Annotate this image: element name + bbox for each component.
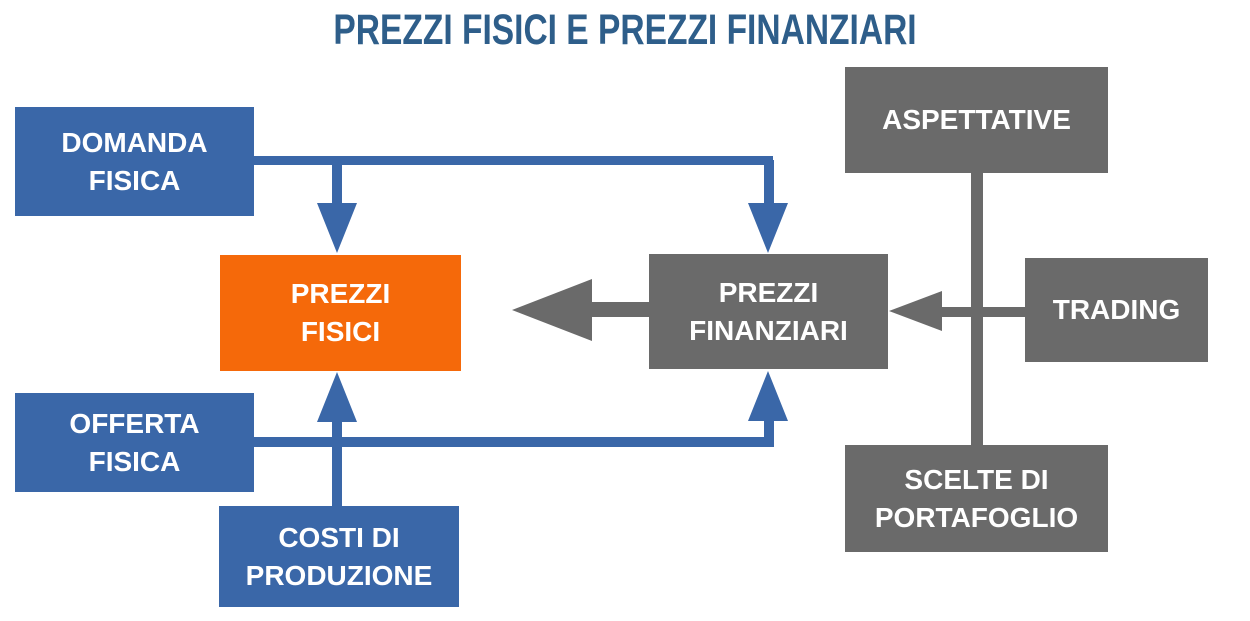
box-domanda-fisica: DOMANDA FISICA [15, 107, 254, 216]
connector-trading-horizontal [942, 307, 1025, 317]
box-prezzi-finanziari: PREZZI FINANZIARI [649, 254, 888, 369]
connector-offerta-horizontal [253, 437, 774, 447]
box-offerta-fisica-label: OFFERTA FISICA [69, 407, 200, 477]
arrowhead-up-to-prezzi-fisici [317, 372, 357, 422]
box-offerta-fisica: OFFERTA FISICA [15, 393, 254, 492]
arrowhead-left-to-prezzi-fisici [512, 279, 592, 341]
arrowhead-down-to-prezzi-finanziari [748, 203, 788, 253]
box-costi-di-produzione-label: COSTI DI PRODUZIONE [245, 521, 433, 591]
box-trading: TRADING [1025, 258, 1208, 362]
arrowhead-up-to-prezzi-finanziari [748, 371, 788, 421]
connector-domanda-branch-vertical [332, 160, 342, 205]
box-scelte-di-portafoglio: SCELTE DI PORTAFOGLIO [845, 445, 1108, 552]
connector-offerta-right-vertical [764, 421, 774, 437]
arrowhead-down-to-prezzi-fisici [317, 203, 357, 253]
box-prezzi-fisici: PREZZI FISICI [220, 255, 461, 371]
box-costi-di-produzione: COSTI DI PRODUZIONE [219, 506, 459, 607]
connector-finanziari-fisici-shaft [592, 302, 649, 317]
box-scelte-di-portafoglio-label: SCELTE DI PORTAFOGLIO [874, 463, 1079, 533]
box-aspettative-label: ASPETTATIVE [882, 104, 1071, 136]
connector-costi-vertical [332, 421, 342, 506]
connector-domanda-horizontal [253, 156, 773, 165]
diagram-title: PREZZI FISICI E PREZZI FINANZIARI [333, 6, 917, 54]
box-prezzi-finanziari-label: PREZZI FINANZIARI [689, 276, 848, 346]
box-domanda-fisica-label: DOMANDA FISICA [61, 126, 208, 196]
box-trading-label: TRADING [1052, 294, 1181, 326]
box-aspettative: ASPETTATIVE [845, 67, 1108, 173]
arrowhead-left-into-prezzi-finanziari [889, 291, 942, 331]
connector-domanda-right-vertical [764, 160, 774, 205]
box-prezzi-fisici-label: PREZZI FISICI [290, 278, 391, 347]
